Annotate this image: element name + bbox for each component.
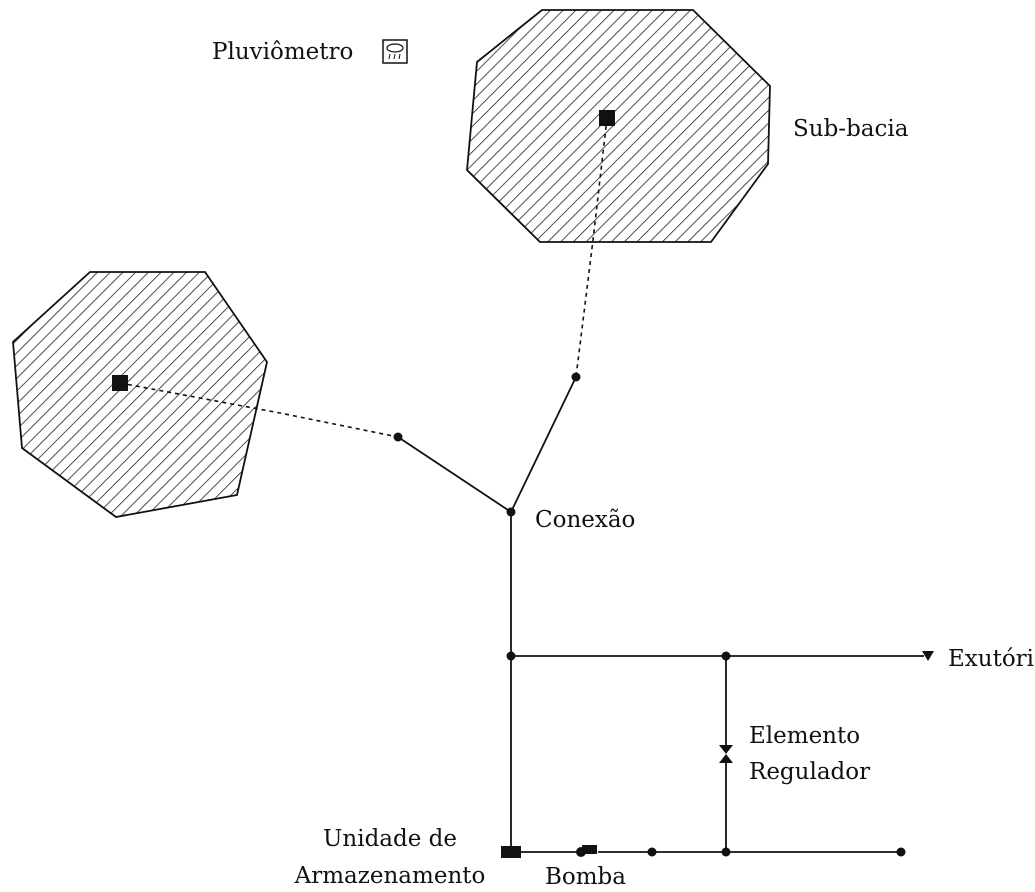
- conduit-1[interactable]: [397, 436, 512, 513]
- junction-node-5[interactable]: [647, 847, 657, 857]
- regulator-label-line1: Elemento: [749, 723, 861, 749]
- junction-label: Conexão: [535, 507, 636, 533]
- junction-node-7[interactable]: [896, 847, 906, 857]
- rain-gage-label: Pluviômetro: [212, 39, 354, 65]
- pump-icon[interactable]: [576, 845, 597, 857]
- outlet-link-left: [119, 382, 399, 438]
- junction-node-2[interactable]: [571, 372, 581, 382]
- storage-unit-icon[interactable]: [501, 846, 521, 858]
- junction-node-3[interactable]: [506, 651, 516, 661]
- junction-node-conexao[interactable]: [506, 507, 516, 517]
- pump-label: Bomba: [545, 864, 626, 890]
- subcatchment-polygon-top[interactable]: [466, 9, 771, 243]
- junction-node-6[interactable]: [721, 847, 731, 857]
- subcatchment-centroid-left[interactable]: [112, 375, 128, 391]
- subcatchment-centroid-top[interactable]: [599, 110, 615, 126]
- rain-gage-icon[interactable]: [382, 39, 408, 64]
- subcatchment-polygon-left[interactable]: [12, 271, 268, 518]
- junction-node-1[interactable]: [393, 432, 403, 442]
- storage-label-line1: Unidade de: [323, 826, 457, 852]
- regulator-label-line2: Regulador: [749, 759, 871, 785]
- junction-nodes: [393, 372, 906, 857]
- bowtie-valve-icon[interactable]: [719, 745, 733, 763]
- subcatchment-label: Sub-bacia: [793, 116, 909, 142]
- triangle-outfall-icon[interactable]: [922, 651, 934, 661]
- outfall-label: Exutório: [948, 646, 1035, 672]
- conduit-2[interactable]: [510, 376, 577, 513]
- junction-node-4[interactable]: [721, 651, 731, 661]
- storage-label-line2: Armazenamento: [294, 863, 486, 889]
- outlet-link-top: [575, 117, 608, 378]
